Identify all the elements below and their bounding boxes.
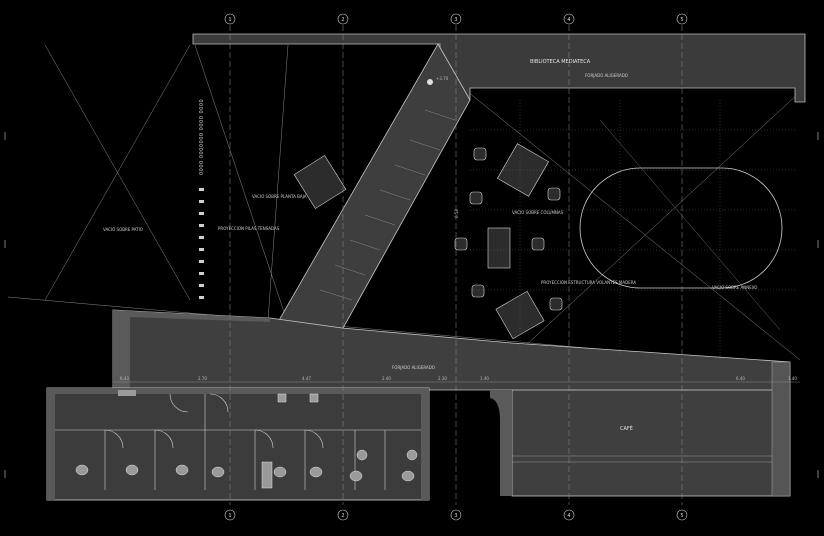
cafe-label: CAFÉ (620, 424, 633, 432)
projection-beams-label: PROYECCION ESTRUCTURA VOLANTES MADERA (541, 280, 636, 285)
dimension-5: 1.40 (480, 376, 489, 381)
level-marker: +3.70 (427, 76, 449, 85)
upper-floor-mid-label: FORJADO ALIGERADO (392, 365, 435, 370)
axis-bubble-top (563, 13, 575, 25)
library-label: BIBLIOTECA MEDIATECA (530, 59, 591, 65)
axis-label-2-top: 2 (341, 17, 344, 23)
dimension-2: 4.47 (302, 376, 311, 381)
ramp (277, 43, 471, 331)
axis-label-3-bottom: 3 (454, 513, 457, 519)
void-annex-label: VACIO SOBRE ANNEXO (712, 285, 757, 290)
beam-grid (470, 100, 795, 360)
vertical-label: 0000 0000000 0000 0000 (199, 99, 205, 175)
axis-bubble-top (224, 13, 236, 25)
dimension-line: 6.43 2.70 4.47 2.40 2.30 1.40 6.40 1.40 (113, 376, 800, 383)
vertical-marks (199, 188, 204, 299)
annex-void-oval (579, 119, 783, 331)
axis-label-4-top: 4 (567, 17, 570, 23)
dimension-6: 6.40 (736, 376, 745, 381)
upper-floor-top-label: FORJADO ALIGERADO (585, 73, 628, 78)
dimension-3: 2.40 (382, 376, 391, 381)
upper-slab (192, 33, 806, 103)
axis-markers-top: 1 2 3 4 5 (224, 13, 688, 25)
small-mark-text: 6.58 (454, 209, 459, 218)
dimension-4: 2.30 (438, 376, 447, 381)
restroom-block (46, 387, 430, 501)
void-ground-floor-label: VACIO SOBRE PLANTA BAJA (252, 194, 307, 199)
axis-bubble-top (676, 13, 688, 25)
level-mark-text: +3.70 (436, 76, 449, 81)
axis-label-2-bottom: 2 (341, 513, 344, 519)
structural-grid (229, 25, 683, 505)
void-columns-label: VACIO SOBRE COLUMNAS (512, 210, 564, 215)
axis-bubble-top (450, 13, 462, 25)
projection-pillars-label: PROYECCION PILAS TENSADAS (218, 226, 280, 231)
axis-label-5-bottom: 5 (680, 513, 683, 519)
dimension-7: 1.40 (788, 376, 797, 381)
axis-bubble-top (337, 13, 349, 25)
axis-label-3-top: 3 (454, 17, 457, 23)
axis-label-1-bottom: 1 (228, 513, 231, 519)
margin-ticks (4, 132, 819, 478)
axis-label-1-top: 1 (228, 17, 231, 23)
void-patio-label: VACIO SOBRE PATIO (103, 227, 143, 232)
main-floor (112, 309, 791, 393)
axis-label-4-bottom: 4 (567, 513, 570, 519)
cafe-area (490, 361, 791, 497)
axis-label-5-top: 5 (680, 17, 683, 23)
dimension-0: 6.43 (120, 376, 129, 381)
dimension-1: 2.70 (198, 376, 207, 381)
axis-markers-bottom: 1 2 3 4 5 (224, 509, 688, 521)
library-furniture (293, 143, 563, 340)
void-cross-lines (7, 44, 801, 366)
